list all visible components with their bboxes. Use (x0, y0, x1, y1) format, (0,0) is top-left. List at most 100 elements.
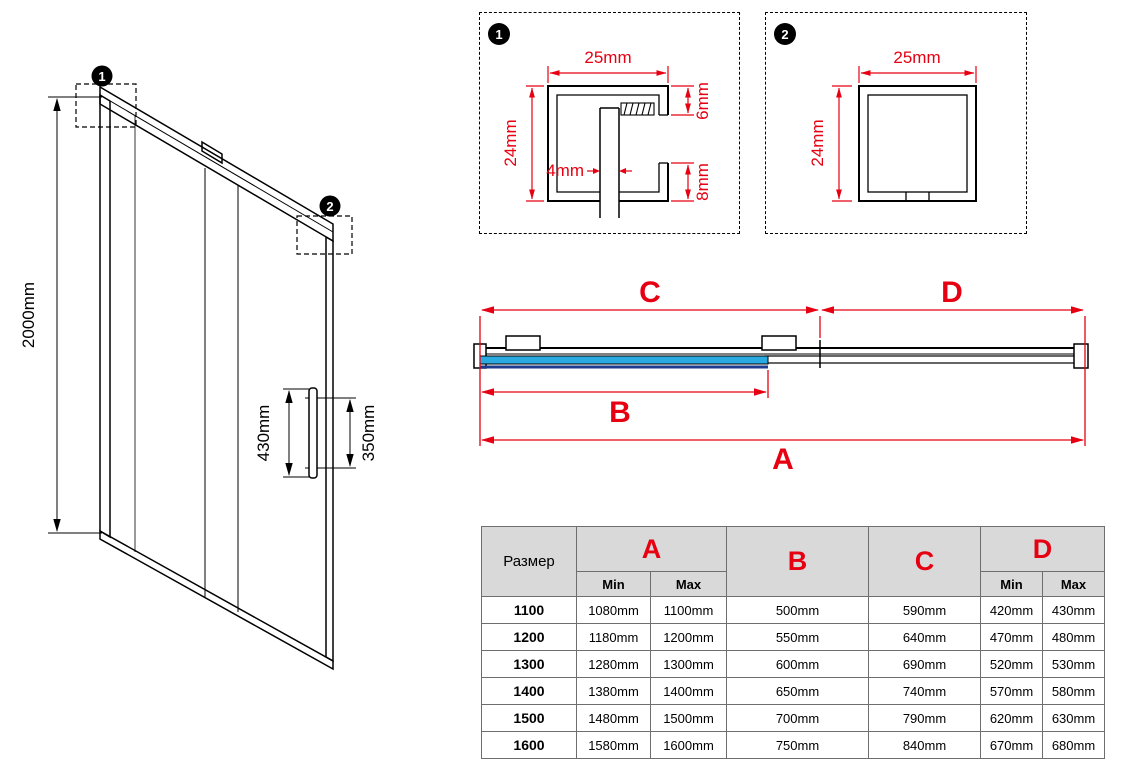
table-row: 1400 1380mm 1400mm 650mm 740mm 570mm 580… (481, 677, 1105, 705)
c-value: 640mm (868, 623, 981, 651)
d-min-value: 470mm (980, 623, 1043, 651)
profile-width-label: 25mm (584, 48, 631, 67)
plan-dimension-lines (479, 306, 1086, 446)
b-value: 750mm (726, 731, 869, 759)
door-frame (99, 85, 334, 671)
size-value: 1500 (481, 704, 577, 732)
a-max-header: Max (650, 571, 727, 597)
handle-length-dimension (283, 388, 309, 478)
c-value: 790mm (868, 704, 981, 732)
profile-height-dimension (526, 85, 544, 202)
detail-1-badge-circle (488, 23, 510, 45)
callout-1-area (75, 83, 137, 128)
column-c-header: C (868, 526, 981, 597)
height-dimension (48, 96, 102, 534)
b-value: 700mm (726, 704, 869, 732)
a-max-value: 1200mm (650, 623, 727, 651)
c-value: 690mm (868, 650, 981, 678)
a-min-value: 1580mm (576, 731, 651, 759)
d-min-value: 520mm (980, 650, 1043, 678)
d-min-value: 570mm (980, 677, 1043, 705)
a-max-value: 1300mm (650, 650, 727, 678)
wall-profile-width-label: 25mm (893, 48, 940, 67)
profile-height-label: 24mm (501, 119, 520, 166)
wall-profile-height-label: 24mm (808, 119, 827, 166)
dim-b-label: B (609, 396, 631, 429)
detail-1-box: 1 (479, 12, 740, 234)
top-gap-dimension (671, 85, 694, 116)
bottom-gap-label: 8mm (693, 163, 712, 201)
a-min-header: Min (576, 571, 651, 597)
detail-2-badge-circle (774, 23, 796, 45)
column-d-header: D (980, 526, 1105, 572)
size-value: 1300 (481, 650, 577, 678)
table-row: 1200 1180mm 1200mm 550mm 640mm 470mm 480… (481, 623, 1105, 651)
track-plan-view: C D B A (473, 276, 1089, 476)
a-min-value: 1180mm (576, 623, 651, 651)
d-max-value: 530mm (1042, 650, 1105, 678)
wall-profile-section (858, 85, 977, 202)
callout-1-marker (91, 65, 113, 87)
profile-width-dimension (547, 66, 669, 83)
size-value: 1600 (481, 731, 577, 759)
callout-2-number: 2 (326, 199, 333, 214)
d-max-value: 480mm (1042, 623, 1105, 651)
wall-profile-width-dimension (858, 66, 977, 83)
sliding-glass-panel (479, 355, 769, 365)
column-b-header: B (726, 526, 869, 597)
handle-holes-dimension (317, 397, 356, 469)
a-min-value: 1480mm (576, 704, 651, 732)
a-min-value: 1380mm (576, 677, 651, 705)
b-value: 600mm (726, 650, 869, 678)
door-handle (305, 387, 318, 479)
size-value: 1400 (481, 677, 577, 705)
table-row: 1600 1580mm 1600mm 750mm 840mm 670mm 680… (481, 731, 1105, 759)
handle-holes-label: 350mm (359, 405, 378, 462)
slot-arrow-right (619, 168, 626, 174)
track-assembly (473, 335, 1089, 369)
d-min-value: 620mm (980, 704, 1043, 732)
column-a-header: A (576, 526, 727, 572)
table-row: 1500 1480mm 1500mm 700mm 790mm 620mm 630… (481, 704, 1105, 732)
d-max-value: 430mm (1042, 596, 1105, 624)
d-min-header: Min (980, 571, 1043, 597)
bottom-gap-dimension (671, 162, 694, 202)
dim-c-label: C (639, 276, 661, 309)
size-value: 1100 (481, 596, 577, 624)
height-label: 2000mm (19, 282, 38, 348)
rail-profile-section (547, 85, 669, 218)
d-min-value: 420mm (980, 596, 1043, 624)
d-max-value: 630mm (1042, 704, 1105, 732)
d-max-header: Max (1042, 571, 1105, 597)
c-value: 590mm (868, 596, 981, 624)
handle-length-label: 430mm (254, 405, 273, 462)
detail-1-drawing: 1 (488, 23, 712, 218)
callout-2-area (296, 215, 353, 255)
a-min-value: 1280mm (576, 650, 651, 678)
a-min-value: 1080mm (576, 596, 651, 624)
slot-arrow-left (593, 168, 600, 174)
slot-width-label: 4mm (546, 161, 584, 180)
dim-a-label: A (772, 443, 794, 476)
b-value: 500mm (726, 596, 869, 624)
detail-2-badge-number: 2 (781, 27, 788, 42)
a-max-value: 1600mm (650, 731, 727, 759)
size-column-header: Размер (481, 526, 577, 597)
d-max-value: 580mm (1042, 677, 1105, 705)
dim-d-label: D (941, 276, 963, 309)
callout-1-number: 1 (98, 69, 105, 84)
a-max-value: 1100mm (650, 596, 727, 624)
c-value: 840mm (868, 731, 981, 759)
d-min-value: 670mm (980, 731, 1043, 759)
b-value: 550mm (726, 623, 869, 651)
size-table: Размер A B C D Min Max Min Max 1100 1080… (481, 526, 1105, 759)
table-row: 1100 1080mm 1100mm 500mm 590mm 420mm 430… (481, 596, 1105, 624)
a-max-value: 1400mm (650, 677, 727, 705)
table-row: 1300 1280mm 1300mm 600mm 690mm 520mm 530… (481, 650, 1105, 678)
size-value: 1200 (481, 623, 577, 651)
detail-2-drawing: 2 25mm 24mm (774, 23, 977, 202)
roller-screw-icon (620, 102, 655, 116)
callout-2-marker (319, 195, 341, 217)
b-value: 650mm (726, 677, 869, 705)
